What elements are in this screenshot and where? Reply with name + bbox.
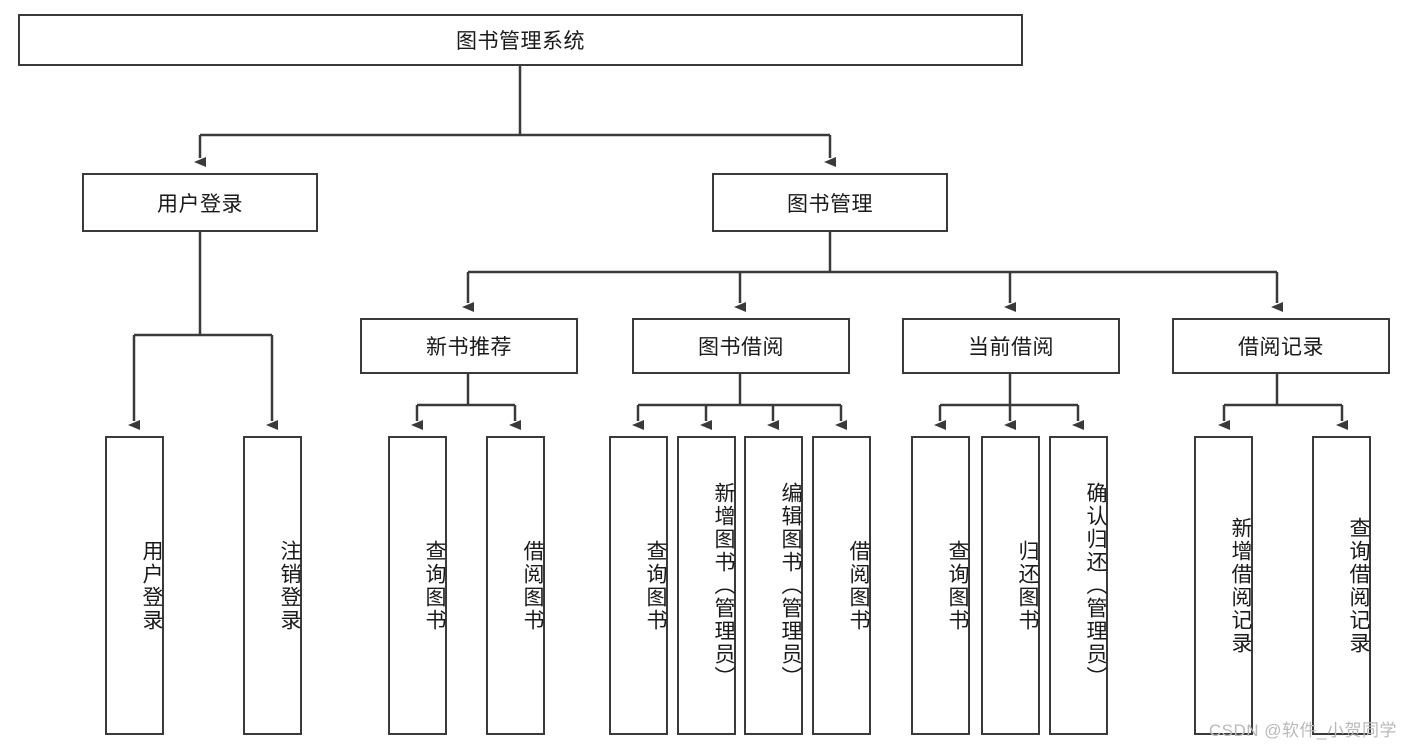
node-root[interactable]: 图书管理系统 [18,14,1023,66]
node-current-borrow[interactable]: 当前借阅 [902,318,1120,374]
node-leaf-add-record[interactable]: 新增借阅记录 [1194,436,1253,735]
node-leaf-logout[interactable]: 注销登录 [243,436,302,735]
node-book-borrow[interactable]: 图书借阅 [632,318,850,374]
node-user-login-label: 用户登录 [157,192,243,216]
node-leaf-user-login-label: 用户登录 [140,539,163,632]
node-leaf-edit-book[interactable]: 编辑图书（管理员） [744,436,803,735]
node-leaf-confirm-return[interactable]: 确认归还（管理员） [1049,436,1108,735]
node-book-manage[interactable]: 图书管理 [712,173,948,232]
node-leaf-query-book-3-label: 查询图书 [946,539,969,632]
node-book-borrow-label: 图书借阅 [698,336,784,359]
node-leaf-borrow-book-1[interactable]: 借阅图书 [486,436,545,735]
node-leaf-add-book-label: 新增图书（管理员） [712,482,735,689]
node-leaf-borrow-book-2[interactable]: 借阅图书 [812,436,871,735]
node-leaf-confirm-return-label: 确认归还（管理员） [1084,482,1107,689]
node-leaf-return-book-label: 归还图书 [1016,539,1039,632]
node-leaf-return-book[interactable]: 归还图书 [981,436,1040,735]
node-root-label: 图书管理系统 [456,30,585,53]
node-leaf-query-book-2[interactable]: 查询图书 [609,436,668,735]
node-borrow-record-label: 借阅记录 [1238,336,1324,359]
node-user-login[interactable]: 用户登录 [82,173,318,232]
node-leaf-query-book-1-label: 查询图书 [423,539,446,632]
node-new-book-recommend[interactable]: 新书推荐 [360,318,578,374]
node-leaf-borrow-book-2-label: 借阅图书 [847,539,870,632]
csdn-watermark: CSDN @软件_小贺同学 [1208,721,1397,740]
node-new-book-recommend-label: 新书推荐 [426,336,512,359]
node-leaf-add-book[interactable]: 新增图书（管理员） [677,436,736,735]
node-leaf-add-record-label: 新增借阅记录 [1229,516,1252,655]
node-current-borrow-label: 当前借阅 [968,336,1054,359]
node-leaf-edit-book-label: 编辑图书（管理员） [779,482,802,689]
node-leaf-query-record-label: 查询借阅记录 [1347,516,1370,655]
node-leaf-query-record[interactable]: 查询借阅记录 [1312,436,1371,735]
node-leaf-query-book-1[interactable]: 查询图书 [388,436,447,735]
node-leaf-user-login[interactable]: 用户登录 [105,436,164,735]
node-leaf-borrow-book-1-label: 借阅图书 [521,539,544,632]
node-leaf-query-book-2-label: 查询图书 [644,539,667,632]
node-book-manage-label: 图书管理 [787,192,873,216]
node-leaf-query-book-3[interactable]: 查询图书 [911,436,970,735]
node-borrow-record[interactable]: 借阅记录 [1172,318,1390,374]
node-leaf-logout-label: 注销登录 [278,539,301,632]
